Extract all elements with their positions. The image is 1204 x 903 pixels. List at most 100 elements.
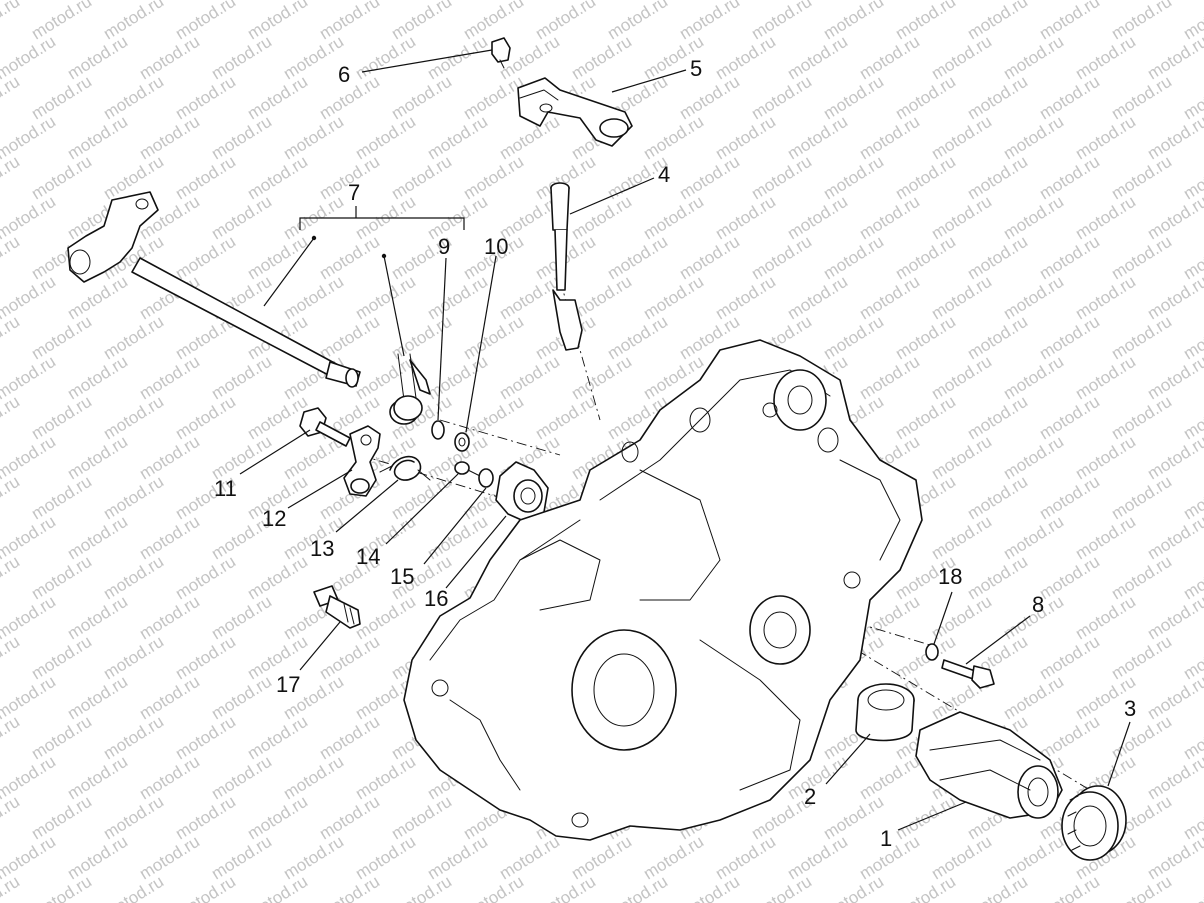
watermark-text: motod.ru	[676, 232, 743, 284]
watermark-text: motod.ru	[604, 312, 671, 364]
watermark-text: motod.ru	[640, 112, 707, 164]
watermark-text: motod.ru	[820, 792, 887, 844]
watermark-text: motod.ru	[964, 312, 1031, 364]
part-14-screw	[454, 461, 481, 477]
watermark-text: motod.ru	[0, 152, 23, 204]
watermark-text: motod.ru	[424, 32, 491, 84]
watermark-text: motod.ru	[64, 272, 131, 324]
watermark-text: motod.ru	[1000, 432, 1067, 484]
part-5-shift-lever	[517, 77, 633, 147]
watermark-text: motod.ru	[1144, 592, 1204, 644]
watermark-text: motod.ru	[460, 72, 527, 124]
watermark-text: motod.ru	[496, 352, 563, 404]
watermark-text: motod.ru	[352, 32, 419, 84]
watermark-text: motod.ru	[1144, 832, 1204, 884]
watermark-text: motod.ru	[1108, 72, 1175, 124]
watermark-text: motod.ru	[856, 112, 923, 164]
watermark-text: motod.ru	[1036, 312, 1103, 364]
watermark-text: motod.ru	[208, 752, 275, 804]
watermark-text: motod.ru	[604, 0, 671, 43]
part-2-bushing	[855, 683, 915, 742]
watermark-text: motod.ru	[1108, 152, 1175, 204]
watermark-text: motod.ru	[928, 272, 995, 324]
watermark-text: motod.ru	[1036, 552, 1103, 604]
watermark-text: motod.ru	[928, 112, 995, 164]
part-12-stopper-lever	[343, 425, 381, 497]
watermark-text: motod.ru	[676, 0, 743, 43]
watermark-text: motod.ru	[28, 712, 95, 764]
watermark-text: motod.ru	[640, 272, 707, 324]
watermark-text: motod.ru	[676, 872, 743, 903]
watermark-text: motod.ru	[136, 352, 203, 404]
watermark-text: motod.ru	[892, 312, 959, 364]
callout-8: 8	[1032, 592, 1044, 617]
watermark-text: motod.ru	[604, 232, 671, 284]
watermark-text: motod.ru	[136, 112, 203, 164]
watermark-text: motod.ru	[568, 32, 635, 84]
watermark-text: motod.ru	[208, 832, 275, 884]
watermark-text: motod.ru	[0, 472, 23, 524]
callout-11: 11	[214, 476, 237, 501]
watermark-text: motod.ru	[1144, 352, 1204, 404]
watermark-text: motod.ru	[28, 632, 95, 684]
watermark-text: motod.ru	[208, 672, 275, 724]
watermark-text: motod.ru	[424, 352, 491, 404]
watermark-text: motod.ru	[136, 832, 203, 884]
watermark-text: motod.ru	[424, 272, 491, 324]
watermark-text: motod.ru	[1072, 432, 1139, 484]
watermark-text: motod.ru	[1108, 312, 1175, 364]
callout-9: 9	[438, 234, 450, 259]
watermark-text: motod.ru	[1036, 232, 1103, 284]
callout-15: 15	[390, 564, 414, 589]
watermark-text: motod.ru	[64, 512, 131, 564]
watermark-text: motod.ru	[892, 392, 959, 444]
watermark-text: motod.ru	[964, 0, 1031, 43]
watermark-text: motod.ru	[892, 632, 959, 684]
watermark-text: motod.ru	[136, 32, 203, 84]
watermark-text: motod.ru	[1108, 392, 1175, 444]
watermark-text: motod.ru	[712, 112, 779, 164]
watermark-text: motod.ru	[244, 0, 311, 43]
watermark-text: motod.ru	[928, 432, 995, 484]
watermark-text: motod.ru	[0, 552, 23, 604]
watermark-text: motod.ru	[0, 312, 23, 364]
watermark-text: motod.ru	[640, 832, 707, 884]
watermark-text: motod.ru	[0, 232, 23, 284]
watermark-text: motod.ru	[0, 72, 23, 124]
watermark-text: motod.ru	[1108, 552, 1175, 604]
watermark-text: motod.ru	[172, 232, 239, 284]
watermark-text: motod.ru	[1108, 0, 1175, 43]
watermark-text: motod.ru	[100, 712, 167, 764]
watermark-text: motod.ru	[28, 152, 95, 204]
callout-16: 16	[424, 586, 448, 611]
watermark-text: motod.ru	[244, 152, 311, 204]
watermark-text: motod.ru	[1108, 472, 1175, 524]
watermark-text: motod.ru	[100, 0, 167, 43]
watermark-text: motod.ru	[1072, 512, 1139, 564]
watermark-text: motod.ru	[928, 592, 995, 644]
callout-3: 3	[1124, 696, 1136, 721]
watermark-text: motod.ru	[28, 392, 95, 444]
watermark-text: motod.ru	[244, 72, 311, 124]
watermark-text: motod.ru	[1036, 392, 1103, 444]
watermark-text: motod.ru	[388, 152, 455, 204]
part-7-gearshift-shaft	[67, 191, 361, 388]
watermark-text: motod.ru	[64, 672, 131, 724]
watermark-text: motod.ru	[136, 672, 203, 724]
watermark-text: motod.ru	[784, 112, 851, 164]
watermark-text: motod.ru	[460, 152, 527, 204]
watermark-text: motod.ru	[0, 712, 23, 764]
watermark-text: motod.ru	[244, 712, 311, 764]
watermark-text: motod.ru	[100, 472, 167, 524]
watermark-text: motod.ru	[892, 232, 959, 284]
watermark-text: motod.ru	[856, 32, 923, 84]
watermark-text: motod.ru	[172, 72, 239, 124]
watermark-text: motod.ru	[280, 752, 347, 804]
part-15-washer	[478, 468, 494, 488]
watermark-text: motod.ru	[136, 432, 203, 484]
watermark-text: motod.ru	[676, 152, 743, 204]
part-9-10-washers	[431, 420, 470, 452]
watermark-text: motod.ru	[280, 32, 347, 84]
watermark-text: motod.ru	[748, 0, 815, 43]
watermark-text: motod.ru	[280, 832, 347, 884]
